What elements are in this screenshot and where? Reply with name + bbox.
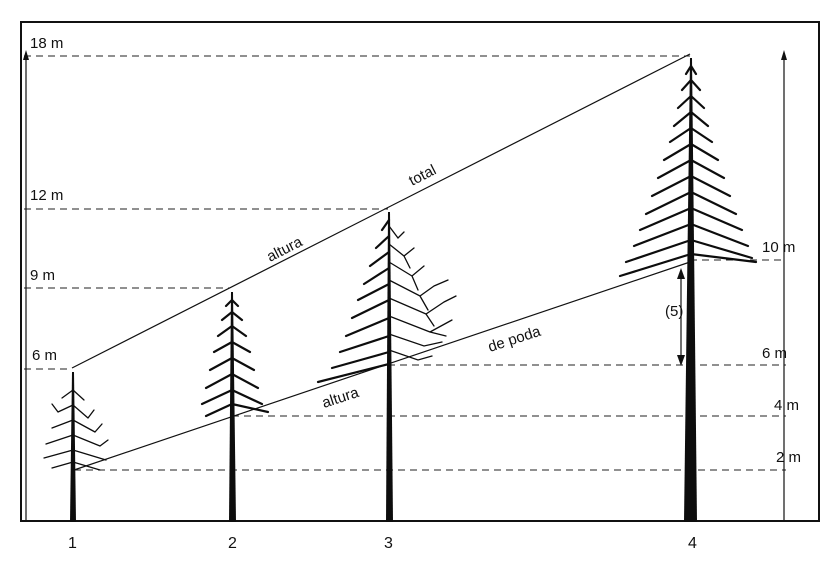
label-2m: 2 m xyxy=(776,449,801,466)
height-guides xyxy=(24,55,786,471)
label-18m: 18 m xyxy=(30,35,63,52)
label-9m: 9 m xyxy=(30,267,55,284)
pruning-interval-label: (5) xyxy=(665,303,683,320)
total-label-total: total xyxy=(406,162,439,190)
tree-2 xyxy=(200,292,270,522)
label-4m: 4 m xyxy=(774,397,799,414)
tree-3 xyxy=(316,212,457,522)
tree-2-branches xyxy=(200,298,270,418)
tree-3-branches-left xyxy=(316,218,391,384)
tree-4-trunk xyxy=(684,58,697,522)
tree-1-branches xyxy=(43,389,109,471)
right-scale-arrowhead xyxy=(781,50,787,60)
tree-number-1: 1 xyxy=(68,535,77,552)
label-10m: 10 m xyxy=(762,239,795,256)
total-label-altura: altura xyxy=(264,233,306,265)
tree-4 xyxy=(618,58,758,522)
tree-3-branches-right xyxy=(388,225,457,361)
scale-arrows xyxy=(23,50,787,520)
tree-number-2: 2 xyxy=(228,535,237,552)
tree-3-trunk xyxy=(386,212,393,522)
label-6m-left: 6 m xyxy=(32,347,57,364)
figure-frame xyxy=(20,21,820,522)
pruning-interval-arrow xyxy=(677,268,685,366)
label-6m-right: 6 m xyxy=(762,345,787,362)
interval-arrowhead-up xyxy=(677,268,685,279)
interval-arrowhead-down xyxy=(677,355,685,366)
pruning-label-altura: altura xyxy=(320,384,362,412)
tree-1 xyxy=(43,372,109,522)
tree-1-trunk xyxy=(70,372,76,522)
total-height-line xyxy=(71,53,691,369)
right-height-labels: 10 m 6 m 4 m 2 m xyxy=(762,239,801,466)
tree-4-branches xyxy=(618,64,758,278)
label-12m: 12 m xyxy=(30,187,63,204)
left-scale-arrowhead xyxy=(23,50,29,60)
tree-number-4: 4 xyxy=(688,535,697,552)
tree-2-trunk xyxy=(229,292,236,522)
left-height-labels: 18 m 12 m 9 m 6 m xyxy=(30,35,63,364)
tree-number-3: 3 xyxy=(384,535,393,552)
tree-numbers: 1 2 3 4 xyxy=(68,535,697,552)
